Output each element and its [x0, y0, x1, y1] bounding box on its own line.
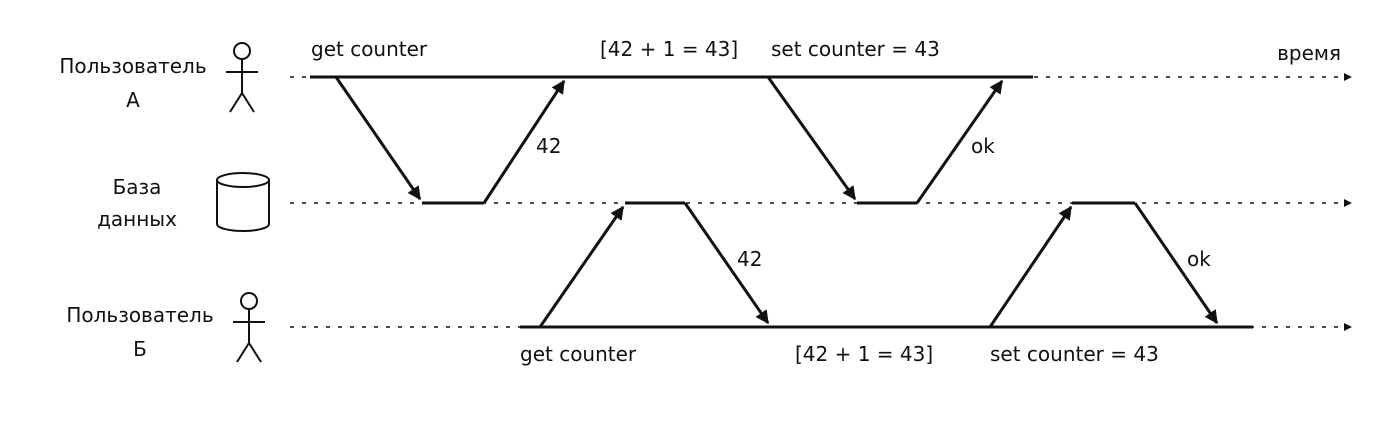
user-b-write-response-label: ok: [1187, 247, 1211, 271]
user-b-compute-label: [42 + 1 = 43]: [795, 342, 933, 366]
user-b-set-response-arrow: [1133, 202, 1219, 325]
user-a-set-request-arrow: [766, 76, 857, 201]
user-a-compute-label: [42 + 1 = 43]: [600, 37, 738, 61]
user-b-read-response-label: 42: [737, 247, 762, 271]
user-b-person-icon: [233, 292, 265, 363]
user-a-get-label: get counter: [311, 37, 428, 61]
user-a-set-label: set counter = 43: [771, 37, 940, 61]
time-label: время: [1277, 41, 1341, 65]
user-b-set-request-arrow: [988, 205, 1073, 328]
user-a-set-response-arrow: [915, 79, 1004, 204]
user-b-get-label: get counter: [520, 342, 637, 366]
user-a-get-request-arrow: [334, 76, 422, 201]
user-a-read-response-label: 42: [536, 134, 561, 158]
user-a-get-response-arrow: [482, 79, 566, 204]
user-b-get-request-arrow: [538, 205, 625, 328]
database-icon: [216, 172, 270, 232]
user-b-set-label: set counter = 43: [990, 342, 1159, 366]
user-b-label-line2: Б: [133, 337, 147, 361]
user-b-label-line1: Пользователь: [66, 303, 213, 327]
user-b-get-response-arrow: [683, 202, 770, 325]
user-a-label-line1: Пользователь: [59, 54, 206, 78]
user-a-write-response-label: ok: [971, 134, 995, 158]
database-label-line2: данных: [97, 207, 177, 231]
user-a-label-line2: A: [126, 88, 140, 112]
user-a-person-icon: [226, 42, 258, 113]
database-label-line1: База: [113, 175, 162, 199]
